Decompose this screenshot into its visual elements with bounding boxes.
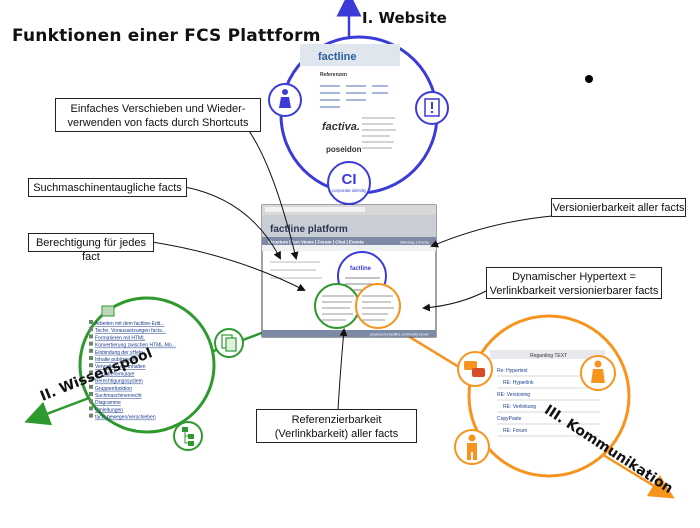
callout-hypertext: Dynamischer Hypertext = Verlinkbarkeit v… (486, 267, 662, 299)
website-logo: factline (318, 51, 357, 63)
diagram-title: Funktionen einer FCS Plattform (12, 26, 321, 46)
center-green-circle (314, 283, 360, 329)
wissenspool-row[interactable]: Diagramme (95, 400, 121, 406)
callout-shortcuts: Einfaches Verschieben und Wieder-verwend… (55, 98, 261, 132)
person-orange-icon (580, 355, 616, 391)
wissenspool-row-icon (89, 341, 93, 346)
wissenspool-row[interactable]: Gruppenfunktion (95, 386, 132, 392)
wissenspool-row-icon (89, 363, 93, 368)
wissenspool-row[interactable]: Berechtigungssystem (95, 379, 143, 385)
hypertext-leader (422, 289, 489, 312)
center-nav: Structure | fact Views | Forum | Chat | … (268, 240, 364, 245)
wissenspool-row-icon (89, 356, 93, 360)
wissenspool-row[interactable]: Techn. Voraussetzungen facts... (95, 328, 166, 334)
kommunikation-row[interactable]: Re: Hypertext (497, 368, 528, 374)
wissenspool-row-icon (89, 413, 93, 418)
wissenspool-row-icon (89, 320, 93, 324)
kommunikation-row[interactable]: RE: Versioning (497, 392, 530, 398)
suchmaschine-leader (184, 186, 281, 260)
callout-berechtigung: Berechtigung für jedes fact (28, 233, 154, 263)
center-logo: factline platform (270, 224, 348, 235)
wissenspool-row-icon (89, 399, 93, 404)
person-icon (268, 83, 302, 117)
wissenspool-row[interactable]: Inhalte publizieren (95, 357, 136, 363)
center-orange-circle (355, 283, 401, 329)
wissenspool-row[interactable]: facts bewegen/verschieben (95, 415, 156, 421)
wissenspool-row-icon (89, 370, 93, 375)
wissenspool-circle: Arbeiten mit dem factline-Edit...Techn. … (78, 296, 216, 434)
ci-circle: CI corporate identity (327, 161, 371, 205)
ci-label: CI (342, 171, 357, 188)
kommunikation-row[interactable]: CopyPaste (497, 416, 522, 422)
axis-label-website: I. Website (362, 9, 447, 27)
center-right-nav: Sitemap | Suche (400, 240, 430, 245)
wissenspool-row[interactable]: Arbeiten mit dem factline-Edit... (95, 321, 164, 327)
info-icon (415, 91, 449, 125)
center-footer: powered by factline community server (370, 333, 430, 337)
wissenspool-row-icon (89, 406, 93, 411)
callout-suchmaschine: Suchmaschinentaugliche facts (28, 178, 187, 197)
callout-referenzierbarkeit: Referenzierbarkeit (Verlinkbarkeit) alle… (256, 409, 417, 443)
kommunikation-row[interactable]: RE: Forum (503, 428, 527, 434)
website-referenzen: Referenzen (320, 72, 347, 78)
wissenspool-row[interactable]: Verwalten von Inhalten (95, 364, 146, 370)
tree-structure-icon (173, 421, 203, 451)
bullet-dot (585, 75, 593, 83)
wissenspool-row-icon (89, 348, 93, 353)
person-orange-icon-2 (454, 429, 490, 465)
versionierbarkeit-leader (430, 215, 553, 248)
svg-text:factline: factline (350, 266, 372, 272)
website-brand-factiva: factiva. (322, 121, 360, 133)
website-brand-poseidon: poseidon (326, 145, 362, 154)
kommunikation-header: Regarding TEXT (530, 353, 567, 359)
wissenspool-row-icon (89, 377, 93, 382)
documents-icon (214, 328, 244, 358)
wissenspool-row[interactable]: Eingabeformulare (95, 371, 135, 377)
chat-bubbles-icon (457, 351, 493, 387)
wissenspool-row-icon (89, 392, 93, 396)
kommunikation-row[interactable]: RE: Verlinkung (503, 404, 536, 410)
wissenspool-row[interactable]: Konvertierung zwischen HTML-Mo... (95, 343, 176, 349)
wissenspool-row-icon (89, 327, 93, 332)
callout-versionierbarkeit: Versionierbarkeit aller facts (551, 198, 686, 217)
wissenspool-row[interactable]: Einbindung der xHelp (95, 350, 143, 356)
wissenspool-list: Arbeiten mit dem factline-Edit...Techn. … (89, 320, 176, 421)
referenzierbarkeit-leader (337, 328, 348, 411)
wissenspool-row-icon (89, 384, 93, 389)
wissenspool-row[interactable]: Suchmaschinenrecht (95, 393, 142, 399)
wissenspool-row[interactable]: Formatieren mit HTML (95, 335, 145, 341)
ci-sublabel: corporate identity (332, 188, 367, 193)
berechtigung-leader (151, 241, 306, 291)
wissenspool-row-icon (89, 334, 93, 339)
kommunikation-row[interactable]: RE: Hyperlink (503, 380, 534, 386)
wissenspool-row[interactable]: Umleitungen (95, 407, 123, 413)
